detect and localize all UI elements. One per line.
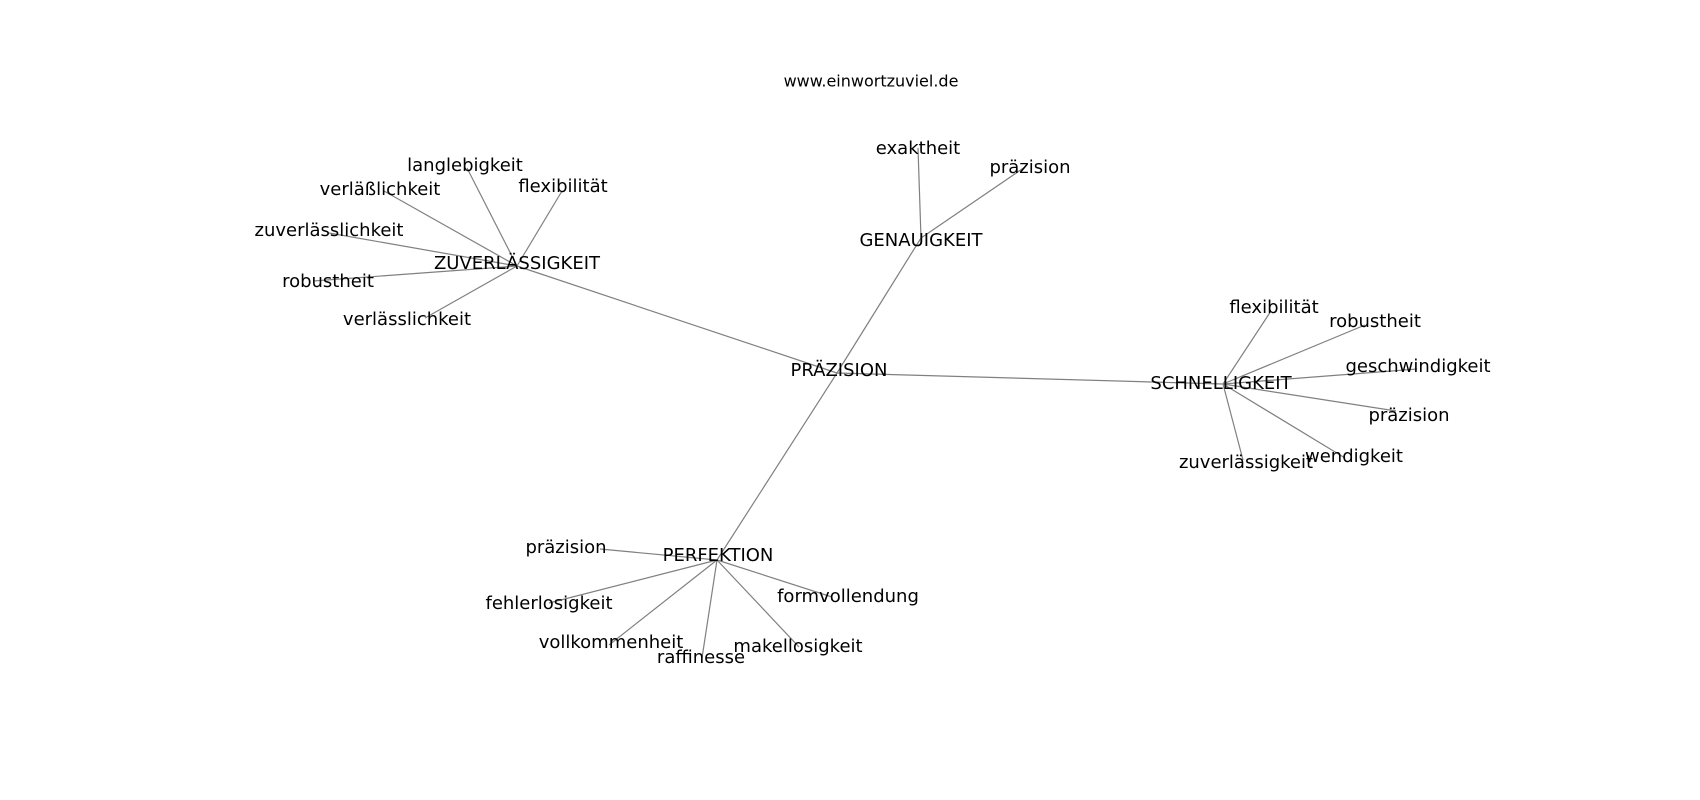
leaf-node-label: langlebigkeit	[407, 155, 523, 176]
edge-center-to-hub	[516, 265, 838, 374]
edge-hub-to-leaf	[516, 190, 563, 267]
leaf-node-label: vollkommenheit	[539, 632, 684, 653]
hub-node-label: ZUVERLÄSSIGKEIT	[434, 253, 601, 274]
leaf-node-label: zuverlässlichkeit	[255, 220, 404, 241]
edge-hub-to-leaf	[1222, 368, 1418, 385]
edge-hub-to-leaf	[917, 147, 922, 239]
hub-node-label: GENAUIGKEIT	[859, 230, 983, 251]
edge-hub-to-leaf	[312, 265, 518, 282]
edge-hub-to-leaf	[466, 167, 518, 267]
leaf-node-label: flexibilität	[1229, 297, 1318, 318]
hub-node-label: PERFEKTION	[663, 545, 774, 566]
leaf-node-label: geschwindigkeit	[1345, 356, 1490, 377]
leaf-node-label: robustheit	[1329, 311, 1421, 332]
edge-hub-to-leaf	[920, 166, 1026, 239]
edge-hub-to-leaf	[599, 548, 718, 561]
edge-hub-to-leaf	[548, 559, 718, 604]
edge-hub-to-leaf	[716, 559, 800, 648]
edge-hub-to-leaf	[716, 559, 833, 598]
leaf-node-label: exaktheit	[876, 138, 960, 159]
leaf-node-label: zuverlässigkeit	[1179, 452, 1313, 473]
center-node-label: PRÄZISION	[791, 360, 888, 381]
leaf-node-label: formvollendung	[777, 586, 919, 607]
leaf-node-label: präzision	[1368, 405, 1449, 426]
edge-hub-to-leaf	[1222, 310, 1272, 385]
leaf-node-label: makellosigkeit	[733, 636, 862, 657]
edge-hub-to-leaf	[1222, 383, 1397, 412]
edge-center-to-hub	[836, 237, 922, 374]
edge-hub-to-leaf	[608, 559, 718, 646]
leaf-node-label: präzision	[989, 157, 1070, 178]
graph-labels: PRÄZISIONZUVERLÄSSIGKEITlanglebigkeitfle…	[255, 138, 1491, 668]
leaf-node-label: robustheit	[282, 271, 374, 292]
edge-hub-to-leaf	[328, 232, 518, 267]
leaf-node-label: fehlerlosigkeit	[485, 593, 612, 614]
edge-hub-to-leaf	[1222, 383, 1346, 459]
edge-hub-to-leaf	[383, 190, 518, 267]
edge-hub-to-leaf	[424, 265, 518, 319]
leaf-node-label: flexibilität	[518, 176, 607, 197]
edge-hub-to-leaf	[701, 559, 718, 659]
edge-center-to-hub	[836, 372, 1224, 385]
hub-node-label: SCHNELLIGKEIT	[1150, 373, 1292, 394]
edge-hub-to-leaf	[1222, 324, 1366, 385]
leaf-node-label: verläßlichkeit	[320, 179, 441, 200]
edge-hub-to-leaf	[1222, 383, 1244, 461]
leaf-node-label: raffinesse	[657, 647, 745, 668]
leaf-node-label: präzision	[525, 537, 606, 558]
edge-center-to-hub	[716, 372, 838, 561]
leaf-node-label: wendigkeit	[1305, 446, 1403, 467]
graph-edges	[312, 147, 1418, 659]
leaf-node-label: verlässlichkeit	[343, 309, 471, 330]
site-label: www.einwortzuviel.de	[784, 72, 959, 91]
